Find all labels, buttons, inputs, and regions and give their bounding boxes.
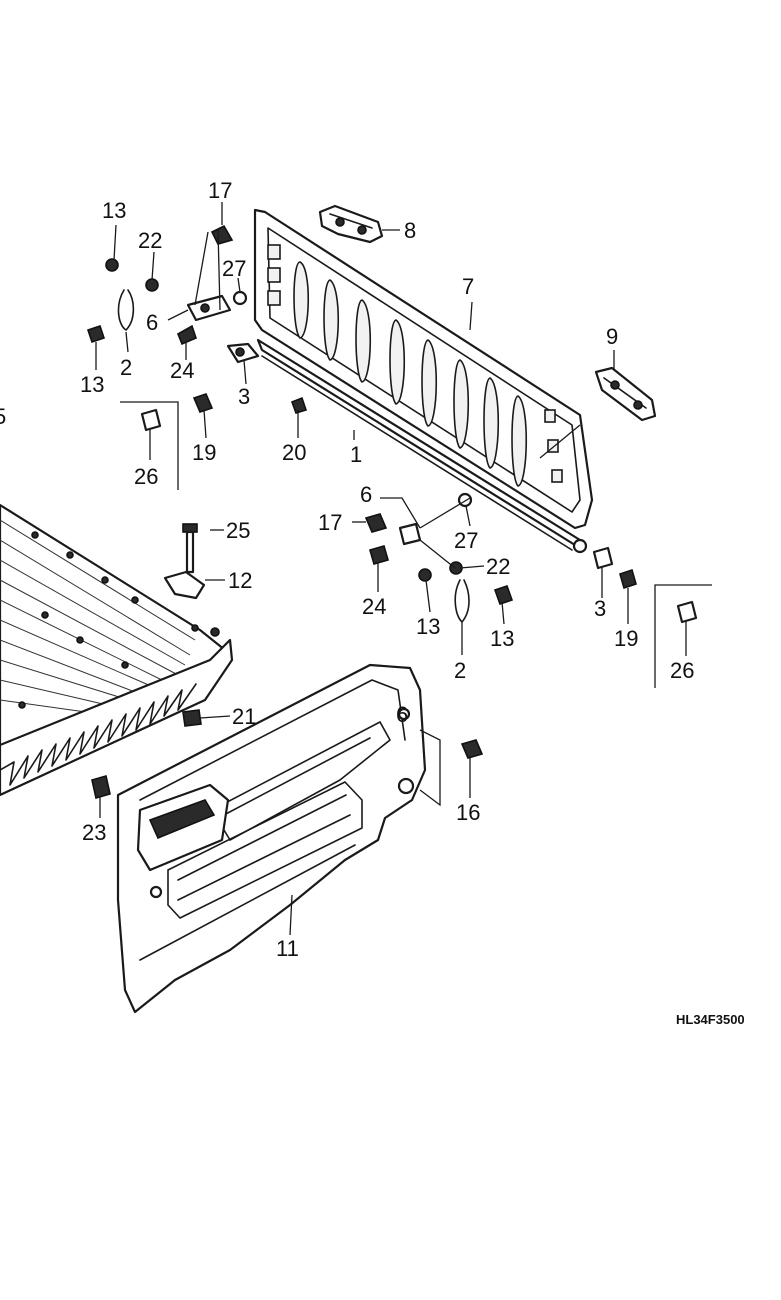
callout-11: 11 [276,936,299,961]
callout-23: 23 [82,820,106,845]
leader-lines [95,202,687,936]
callout-16: 16 [456,800,480,825]
callout-9: 9 [606,324,618,349]
callout-1: 1 [350,442,362,467]
callout-3-right: 3 [594,596,606,621]
callout-12: 12 [228,568,252,593]
right-hardware [364,492,712,688]
callout-27-left: 27 [222,256,246,281]
callout-20: 20 [282,440,306,465]
callout-2-right: 2 [454,658,466,683]
callout-2-left: 2 [120,355,132,380]
callout-22-right: 22 [486,554,510,579]
bed-hardware [91,523,206,800]
callouts: 1 2 2 3 3 5 6 6 6 7 8 9 11 12 13 13 13 1… [0,178,694,961]
callout-13-c: 13 [416,614,440,639]
callout-6-left: 6 [146,310,158,335]
diagram-code: HL34F3500 [676,1012,745,1027]
bed-floor [0,503,234,797]
callout-8: 8 [404,218,416,243]
callout-17-right: 17 [318,510,342,535]
callout-26-right: 26 [670,658,694,683]
callout-24-right: 24 [362,594,386,619]
callout-6-panel: 6 [396,702,408,727]
callout-26-left: 26 [134,464,158,489]
callout-19-right: 19 [614,626,638,651]
callout-24-left: 24 [170,358,194,383]
callout-17-left: 17 [208,178,232,203]
tailgate-assembly [253,208,594,554]
callout-27-right: 27 [454,528,478,553]
callout-3-left: 3 [238,384,250,409]
callout-5: 5 [0,404,6,429]
callout-19-left: 19 [192,440,216,465]
latch-8 [318,204,384,244]
callout-6-right: 6 [360,482,372,507]
callout-21: 21 [232,704,256,729]
callout-13-b: 13 [80,372,104,397]
latch-9 [594,366,657,422]
callout-13-a: 13 [102,198,126,223]
left-hardware [86,224,308,490]
callout-22-left: 22 [138,228,162,253]
trim-panel [116,663,484,1014]
callout-7: 7 [462,274,474,299]
callout-25: 25 [226,518,250,543]
callout-13-d: 13 [490,626,514,651]
